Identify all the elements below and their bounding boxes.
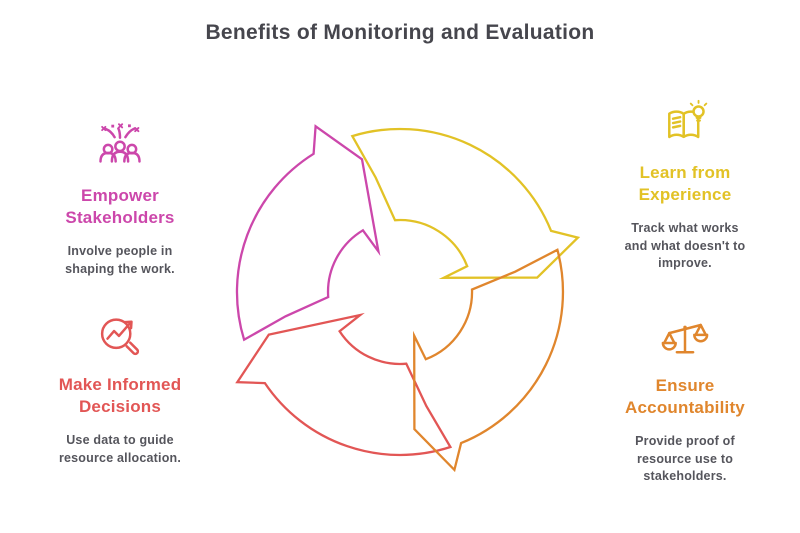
section-ensure-accountability: Ensure Accountability Provide proof of r…: [583, 310, 787, 486]
book-lightbulb-icon: [583, 97, 787, 153]
cycle-red-arrow: [235, 312, 453, 457]
cycle-pink-arrow: [235, 124, 381, 342]
cycle-orange-arrow: [413, 248, 565, 473]
section-heading: Learn from Experience: [638, 163, 732, 205]
section-learn-from-experience: Learn from Experience Track what works a…: [583, 97, 787, 273]
section-heading: Make Informed Decisions: [58, 375, 182, 417]
magnifier-trend-icon: [25, 309, 215, 365]
scales-icon: [583, 310, 787, 366]
section-heading: Ensure Accountability: [625, 376, 745, 418]
section-body: Provide proof of resource use to stakeho…: [635, 433, 735, 484]
section-make-informed-decisions: Make Informed Decisions Use data to guid…: [25, 309, 215, 467]
section-body: Use data to guide resource allocation.: [58, 432, 182, 465]
people-celebration-icon: [25, 120, 215, 176]
cycle-diagram: [210, 90, 610, 500]
section-empower-stakeholders: Empower Stakeholders Involve people in s…: [25, 120, 215, 278]
section-body: Involve people in shaping the work.: [65, 243, 175, 276]
page-title: Benefits of Monitoring and Evaluation: [205, 21, 595, 44]
section-heading: Empower Stakeholders: [65, 186, 175, 228]
section-body: Track what works and what doesn't to imp…: [624, 220, 746, 271]
cycle-yellow-arrow: [350, 127, 581, 279]
cycle-arrows-graphic: [235, 124, 581, 473]
